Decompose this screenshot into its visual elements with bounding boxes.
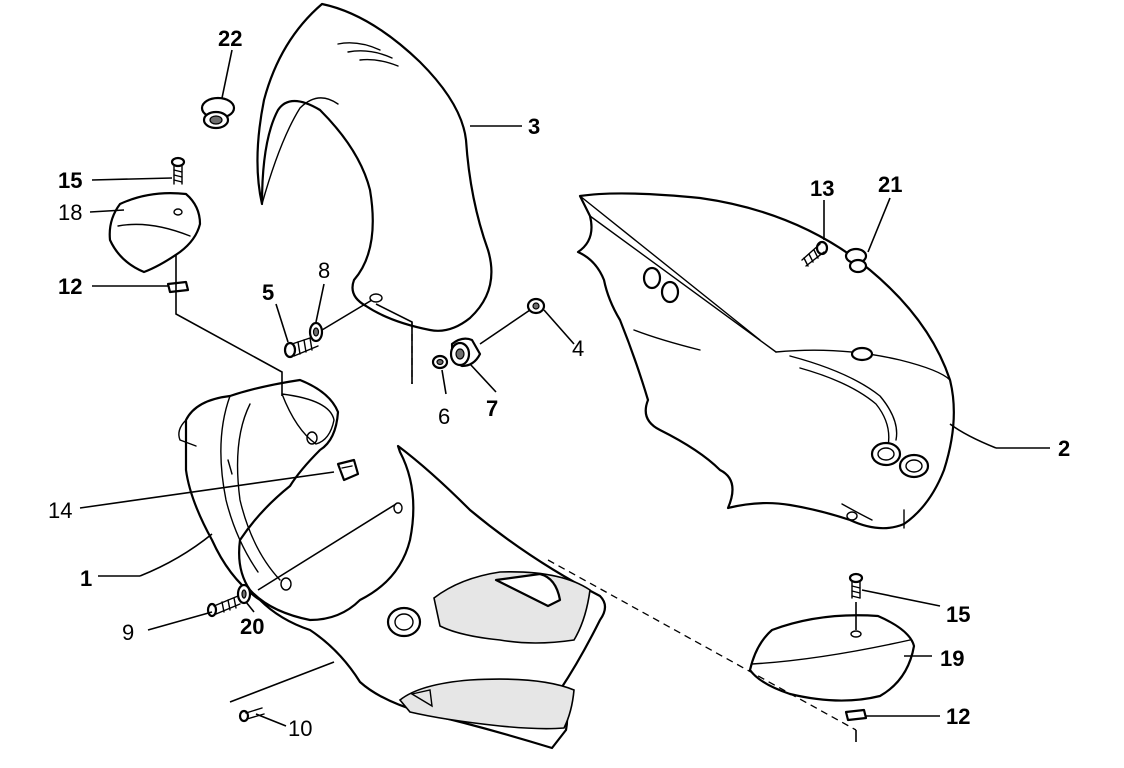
part-4-washer <box>526 297 546 315</box>
part-21-grommet <box>844 247 868 274</box>
callout-8: 8 <box>318 258 330 283</box>
callout-5: 5 <box>262 280 274 305</box>
part-15-screw-lower <box>848 572 864 599</box>
part-19-lower-cover <box>748 614 916 702</box>
part-12-clip-lower <box>844 708 868 722</box>
part-7-spacer <box>449 337 482 368</box>
part-22-grommet <box>200 96 236 130</box>
callout-3: 3 <box>528 114 540 139</box>
part-13-screw <box>801 240 829 267</box>
callout-15-upper: 15 <box>58 168 82 193</box>
callout-22: 22 <box>218 26 242 51</box>
part-5-screw <box>283 335 319 359</box>
callout-15-lower: 15 <box>946 602 970 627</box>
callout-20: 20 <box>240 614 264 639</box>
callout-2: 2 <box>1058 436 1070 461</box>
part-14-speed-nut <box>336 458 360 482</box>
callout-7: 7 <box>486 396 498 421</box>
part-15-screw-upper <box>170 156 186 185</box>
callout-14: 14 <box>48 498 72 523</box>
part-20-washer <box>236 583 252 605</box>
part-1-front-fairing <box>178 378 607 750</box>
callout-4: 4 <box>572 336 584 361</box>
assembly-lines <box>175 254 857 742</box>
part-8-washer <box>308 321 324 343</box>
part-12-clip-upper <box>166 280 190 294</box>
part-2-rear-body <box>576 192 955 530</box>
leader-lines <box>79 49 1050 727</box>
callout-labels: 22 3 15 18 12 5 8 13 21 4 7 6 2 14 1 9 2… <box>48 26 1070 741</box>
callout-13: 13 <box>810 176 834 201</box>
part-9-screw <box>206 595 241 618</box>
callout-12-lower: 12 <box>946 704 970 729</box>
callout-6: 6 <box>438 404 450 429</box>
callout-9: 9 <box>122 620 134 645</box>
callout-1: 1 <box>80 566 92 591</box>
part-10-screw <box>238 707 265 723</box>
callout-19: 19 <box>940 646 964 671</box>
part-18-small-cover <box>108 192 202 274</box>
part-6-washer <box>431 354 449 370</box>
callout-12-upper: 12 <box>58 274 82 299</box>
callout-21: 21 <box>878 172 902 197</box>
part-3-front-shield <box>256 2 493 332</box>
callout-18: 18 <box>58 200 82 225</box>
callout-10: 10 <box>288 716 312 741</box>
